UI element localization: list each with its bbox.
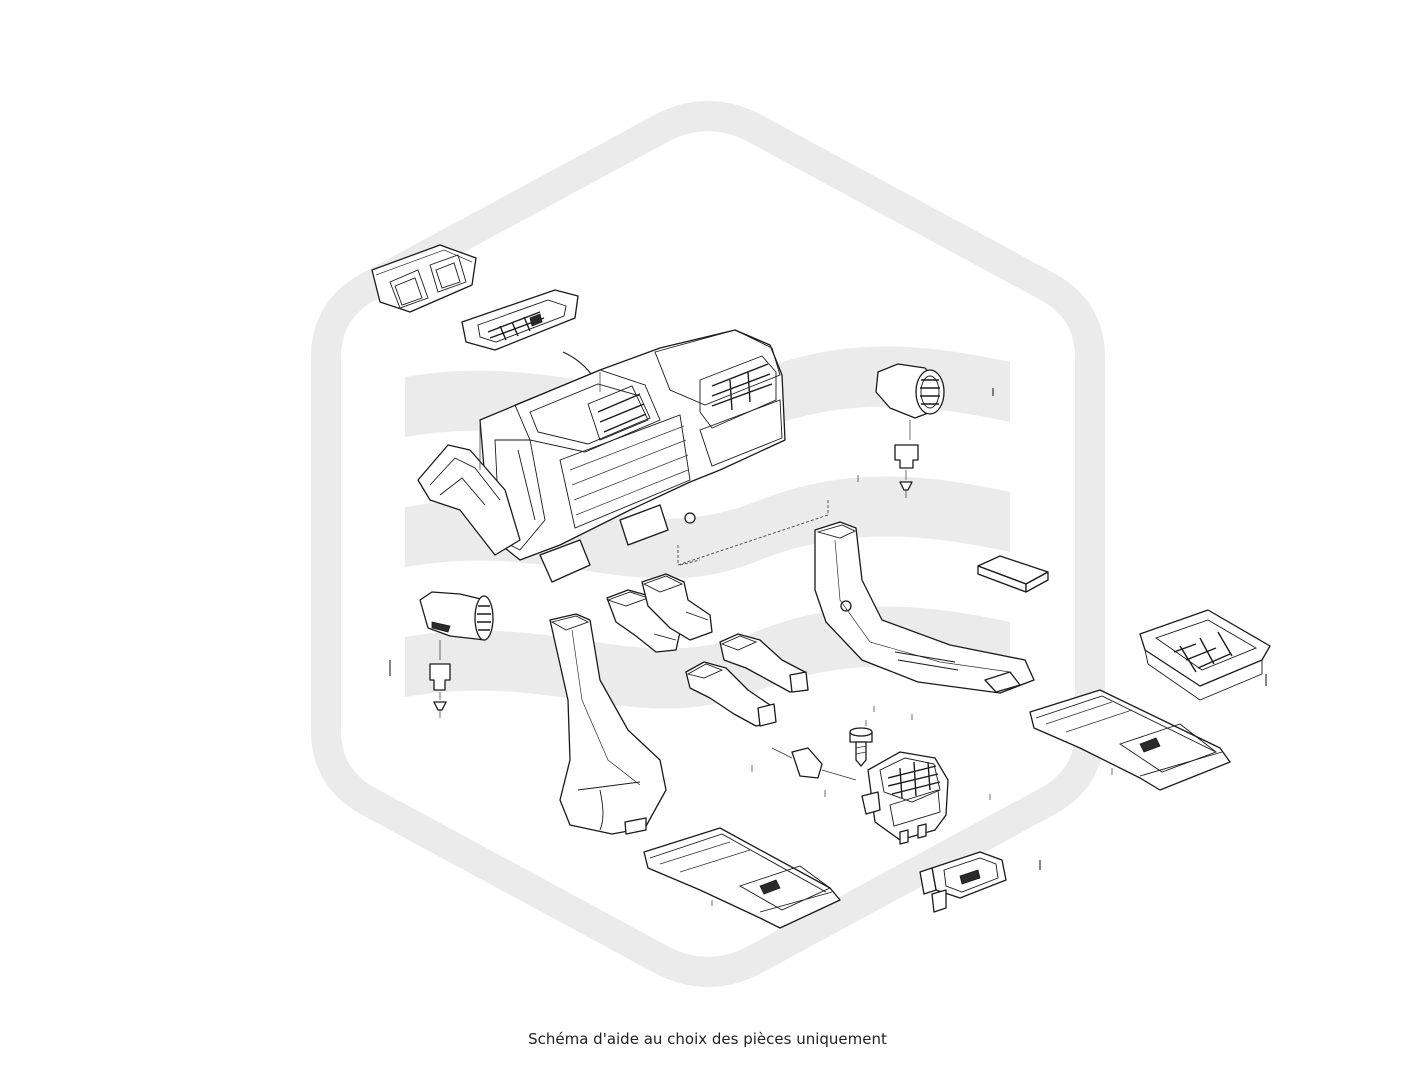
right-floor-duct[interactable] — [814, 521, 1035, 694]
right-vent-adapter[interactable] — [894, 444, 919, 498]
heater-box-leader — [677, 500, 829, 566]
center-dash-vent-duct[interactable] — [371, 244, 477, 313]
cabin-air-filter[interactable] — [977, 555, 1049, 593]
left-round-vent[interactable] — [419, 591, 494, 641]
right-round-vent[interactable] — [875, 363, 945, 419]
rear-vent-grille[interactable] — [1139, 609, 1271, 701]
reference-marks — [711, 475, 1113, 906]
small-duct-lower[interactable] — [685, 661, 777, 727]
left-rear-console-duct[interactable] — [643, 827, 841, 929]
floor-duct-elbow-pair[interactable] — [606, 573, 713, 653]
left-vent-adapter[interactable] — [429, 663, 451, 718]
clip[interactable] — [771, 747, 857, 781]
left-floor-duct[interactable] — [549, 613, 667, 835]
hvac-heater-box[interactable] — [417, 329, 786, 583]
screw[interactable] — [849, 727, 873, 767]
center-dash-vent-grille[interactable] — [461, 289, 579, 351]
watermark-hexagon — [311, 101, 1105, 987]
console-rear-vent[interactable] — [861, 751, 949, 845]
small-duct-upper[interactable] — [719, 633, 809, 693]
right-rear-console-duct[interactable] — [1029, 689, 1231, 791]
diagram-caption: Schéma d'aide au choix des pièces unique… — [528, 1030, 887, 1048]
small-rear-vent[interactable] — [919, 851, 1007, 913]
